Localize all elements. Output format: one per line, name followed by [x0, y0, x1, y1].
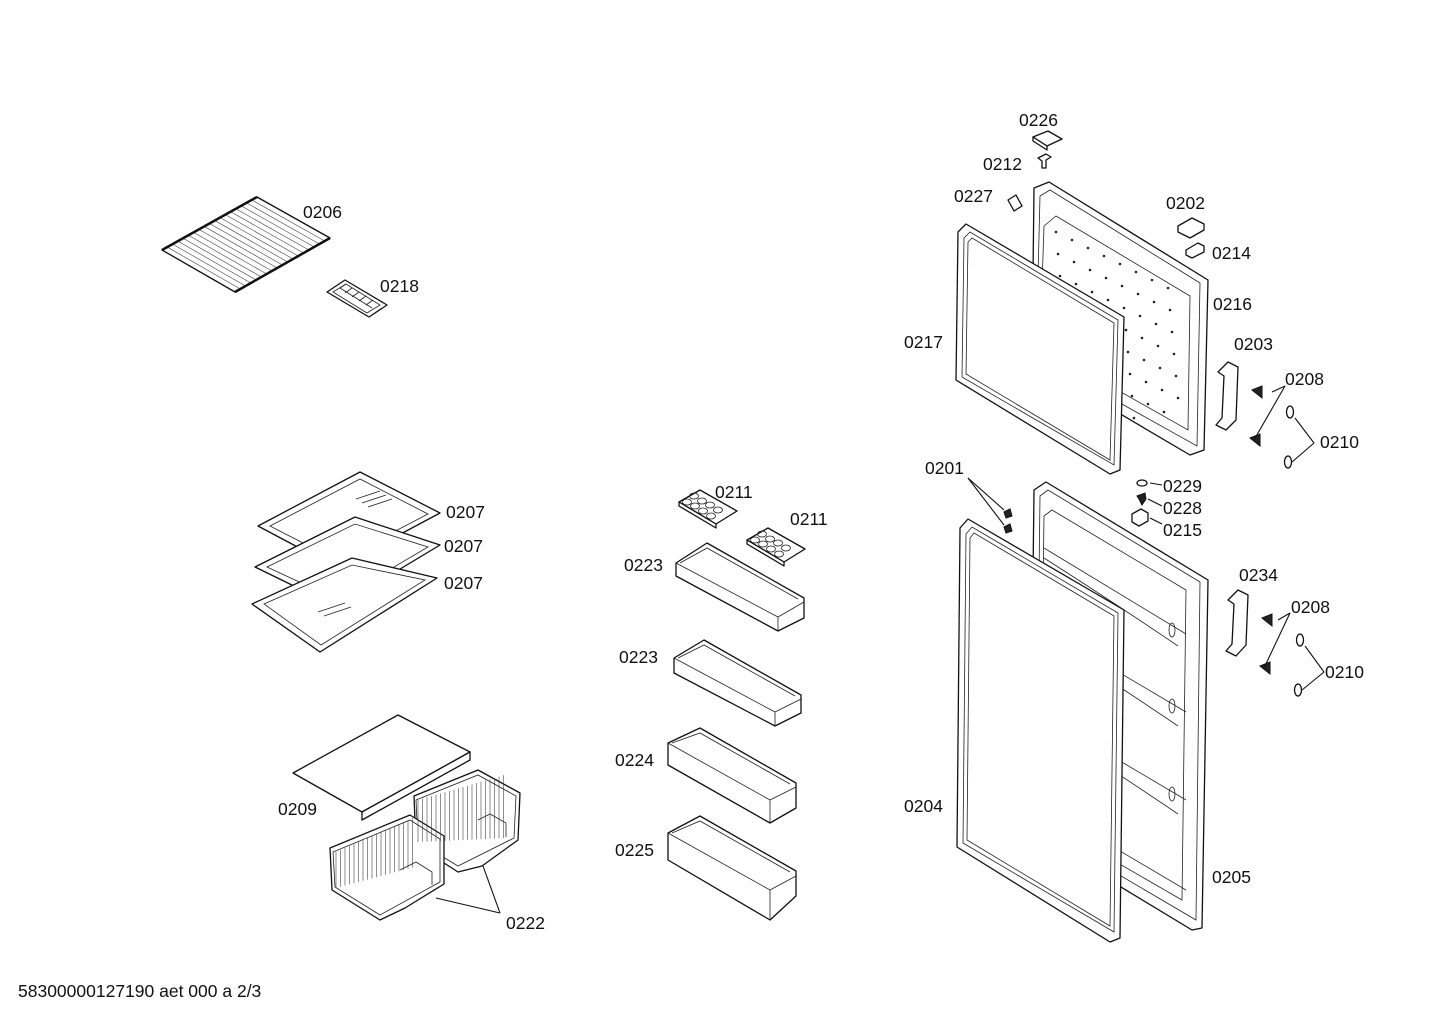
part-0214-clip	[1185, 242, 1205, 259]
label-0206: 0206	[303, 202, 342, 222]
part-0211-egg-tray-1	[678, 489, 738, 529]
label-0222: 0222	[506, 913, 545, 933]
label-0212: 0212	[983, 154, 1022, 174]
part-0229-washer	[1136, 479, 1148, 487]
part-0227-pad	[1007, 194, 1023, 212]
part-0234-handle	[1225, 589, 1249, 657]
part-0201-pins	[1003, 508, 1013, 534]
label-0207-3: 0207	[444, 573, 483, 593]
part-0212-hinge-pin	[1037, 153, 1052, 169]
label-0210-1: 0210	[1320, 432, 1359, 452]
label-0207-2: 0207	[444, 536, 483, 556]
label-0204: 0204	[904, 796, 943, 816]
label-0229: 0229	[1163, 476, 1202, 496]
part-0222-crisper-drawer-front	[329, 814, 445, 921]
label-0226: 0226	[1019, 110, 1058, 130]
label-0223-2: 0223	[619, 647, 658, 667]
label-0211-2: 0211	[790, 509, 828, 529]
part-0210-caps-upper	[1283, 405, 1295, 469]
label-0234: 0234	[1239, 565, 1278, 585]
part-0209-crisper-cover	[292, 714, 471, 821]
label-0211-1: 0211	[715, 482, 753, 502]
part-0218-tray	[326, 279, 388, 318]
label-0207-1: 0207	[446, 502, 485, 522]
label-0225: 0225	[615, 840, 654, 860]
part-0223-door-rack-1	[675, 542, 805, 632]
label-0228: 0228	[1163, 498, 1202, 518]
part-0225-door-rack	[667, 815, 797, 921]
label-0214: 0214	[1212, 243, 1251, 263]
part-0223-door-rack-2	[673, 639, 802, 727]
leader-lines	[435, 385, 1325, 914]
part-0202-cap	[1177, 217, 1205, 239]
label-0208-1: 0208	[1285, 369, 1324, 389]
label-0201: 0201	[925, 458, 964, 478]
part-0207-glass-shelf-bottom	[251, 557, 438, 653]
label-0209: 0209	[278, 799, 317, 819]
label-0202: 0202	[1166, 193, 1205, 213]
part-0228-screw	[1136, 492, 1147, 506]
label-0215: 0215	[1163, 520, 1202, 540]
label-0224: 0224	[615, 750, 654, 770]
label-0208-2: 0208	[1291, 597, 1330, 617]
drawing-number: 58300000127190 aet 000 a 2/3	[18, 981, 261, 1001]
part-0226-hinge-cover	[1032, 130, 1063, 151]
part-0204-door-gasket-lower	[956, 518, 1125, 943]
label-0203: 0203	[1234, 334, 1273, 354]
part-0203-handle	[1215, 361, 1239, 431]
part-0217-door-gasket-upper	[955, 223, 1125, 475]
label-0210-2: 0210	[1325, 662, 1364, 682]
part-0210-caps-lower	[1293, 633, 1305, 697]
label-0205: 0205	[1212, 867, 1251, 887]
part-0215-bracket	[1131, 508, 1149, 527]
label-0217: 0217	[904, 332, 943, 352]
label-0218: 0218	[380, 276, 419, 296]
label-0227: 0227	[954, 186, 993, 206]
part-0208-screws-lower	[1259, 613, 1273, 676]
label-0216: 0216	[1213, 294, 1252, 314]
part-0208-screws-upper	[1249, 385, 1263, 448]
label-0223-1: 0223	[624, 555, 663, 575]
part-0206-wire-shelf	[161, 195, 331, 294]
part-0211-egg-tray-2	[746, 527, 806, 567]
part-0224-door-rack	[667, 727, 797, 824]
